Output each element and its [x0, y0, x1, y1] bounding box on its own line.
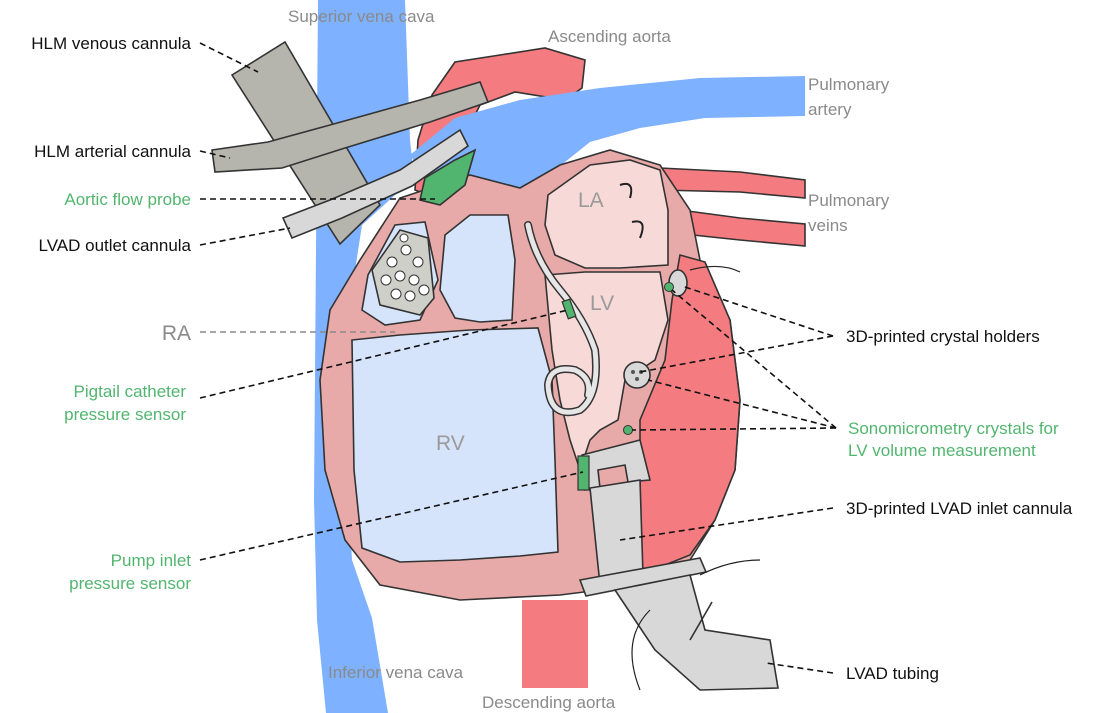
pump-inlet-pressure-sensor	[578, 456, 589, 490]
aortic-flow-probe-label: Aortic flow probe	[64, 190, 191, 209]
rv-label: RV	[436, 432, 465, 455]
rv-upper-chamber	[440, 215, 515, 322]
pulmonary-artery-label-1: Pulmonary	[808, 75, 890, 94]
leader-hlm-venous	[200, 43, 258, 72]
inferior-vena-cava-label: Inferior vena cava	[328, 663, 464, 682]
crystal-wire-1	[700, 560, 760, 575]
pulmonary-veins-label-2: veins	[808, 216, 848, 235]
descending-aorta-label: Descending aorta	[482, 693, 616, 712]
crystal-holder-middle	[624, 362, 650, 388]
pump-inlet-label-2: pressure sensor	[69, 574, 191, 593]
ra-label: RA	[162, 322, 191, 345]
pulmonary-veins-label-1: Pulmonary	[808, 191, 890, 210]
sonomicrometry-label-1: Sonomicrometry crystals for	[848, 419, 1059, 438]
pigtail-label-1: Pigtail catheter	[74, 382, 187, 401]
leader-lvad-outlet	[200, 228, 290, 245]
ascending-aorta-label: Ascending aorta	[548, 27, 671, 46]
lv-label: LV	[590, 292, 614, 315]
sonomicrometry-label-2: LV volume measurement	[848, 441, 1036, 460]
pump-inlet-label-1: Pump inlet	[111, 551, 192, 570]
pulmonary-vein-upper	[660, 168, 805, 198]
hlm-venous-cannula-label: HLM venous cannula	[31, 34, 191, 53]
crystal-holders-label: 3D-printed crystal holders	[846, 327, 1040, 346]
la-label: LA	[578, 189, 604, 212]
pigtail-label-2: pressure sensor	[64, 405, 186, 424]
lvad-tubing-label: LVAD tubing	[846, 664, 939, 683]
lvad-inlet-cannula-label: 3D-printed LVAD inlet cannula	[846, 499, 1073, 518]
pulmonary-artery-label-2: artery	[808, 100, 852, 119]
superior-vena-cava-label: Superior vena cava	[288, 7, 435, 26]
lvad-outlet-cannula-label: LVAD outlet cannula	[39, 236, 192, 255]
descending-aorta	[522, 600, 588, 688]
hlm-arterial-cannula-label: HLM arterial cannula	[34, 142, 191, 161]
sono-crystal-lower	[624, 426, 633, 435]
lvad-tubing	[615, 575, 778, 690]
